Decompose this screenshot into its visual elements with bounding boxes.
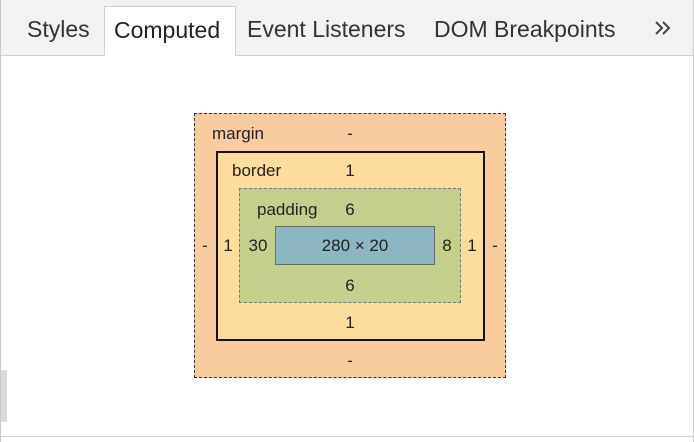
padding-bottom-value[interactable]: 6 — [345, 276, 355, 295]
tab-styles[interactable]: Styles — [27, 16, 90, 42]
tab-event-listeners[interactable]: Event Listeners — [247, 16, 406, 42]
margin-left-value[interactable]: - — [202, 236, 208, 255]
padding-right-value[interactable]: 8 — [442, 236, 452, 255]
margin-bottom-value[interactable]: - — [347, 351, 353, 370]
box-model-content[interactable]: 280 × 20 — [275, 226, 435, 265]
panel-divider — [1, 436, 693, 437]
border-top-value[interactable]: 1 — [345, 161, 355, 180]
padding-left-value[interactable]: 30 — [248, 236, 268, 255]
margin-top-value[interactable]: - — [347, 124, 353, 143]
padding-top-value[interactable]: 6 — [345, 200, 355, 219]
border-bottom-value[interactable]: 1 — [345, 313, 355, 332]
margin-right-value[interactable]: - — [492, 236, 498, 255]
margin-label: margin — [212, 124, 264, 143]
more-tabs-button[interactable] — [645, 10, 681, 46]
border-left-value[interactable]: 1 — [223, 236, 233, 255]
tab-bar: Styles Computed Event Listeners DOM Brea… — [1, 0, 693, 56]
tab-dom-breakpoints[interactable]: DOM Breakpoints — [434, 16, 616, 42]
tab-computed[interactable]: Computed — [104, 6, 236, 56]
padding-label: padding — [257, 200, 318, 219]
scrollbar-track[interactable] — [1, 370, 7, 422]
chevron-double-right-icon — [655, 21, 671, 35]
border-label: border — [232, 161, 282, 180]
border-right-value[interactable]: 1 — [467, 236, 477, 255]
